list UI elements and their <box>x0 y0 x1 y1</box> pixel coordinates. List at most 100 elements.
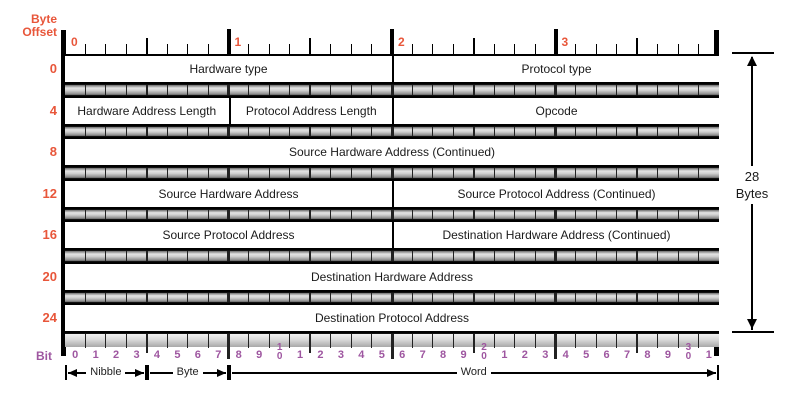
band-tick <box>166 334 168 348</box>
row-offset-label: 16 <box>42 227 57 242</box>
bracket-value: 28 <box>744 169 760 184</box>
field-source-protocol-address-continued: Source Protocol Address (Continued) <box>392 180 719 207</box>
band-tick <box>84 126 86 137</box>
band-tick <box>493 292 495 303</box>
band-tick <box>452 292 454 303</box>
band-tick <box>105 334 107 348</box>
ruler-tick <box>330 44 332 54</box>
band-tick <box>554 251 557 261</box>
band-tick <box>84 334 86 348</box>
field-protocol-address-length: Protocol Address Length <box>228 97 393 124</box>
band-tick <box>166 126 168 137</box>
band-tick <box>595 168 597 178</box>
band-tick <box>390 334 394 359</box>
band-tick <box>125 209 127 220</box>
bit-number: 5 <box>174 349 181 361</box>
scale-arrow-byte: Byte <box>146 365 229 380</box>
band-tick <box>248 292 250 303</box>
band-tick <box>616 209 618 220</box>
band-tick <box>371 168 373 178</box>
band-tick <box>411 334 413 348</box>
band-tick <box>227 292 230 303</box>
ruler-tick <box>514 44 516 54</box>
band-tick <box>289 292 291 303</box>
band-tick <box>390 251 394 261</box>
band-tick <box>84 251 86 261</box>
bracket-unit: Bytes <box>735 186 769 201</box>
arrow-end-bar <box>144 365 147 380</box>
bit-number: 0 <box>72 349 79 361</box>
band-tick <box>493 334 495 348</box>
band-tick <box>145 85 148 95</box>
band-tick <box>371 85 373 95</box>
separator-band <box>65 125 719 137</box>
band-tick <box>514 168 516 178</box>
band-tick <box>289 251 291 261</box>
ruler-tick <box>84 44 86 54</box>
band-tick <box>575 209 577 220</box>
band-tick <box>390 126 394 137</box>
band-tick <box>248 251 250 261</box>
band-tick <box>493 85 495 95</box>
band-tick <box>514 251 516 261</box>
band-tick <box>432 168 434 178</box>
band-tick <box>350 85 352 95</box>
band-tick <box>452 168 454 178</box>
band-tick <box>575 168 577 178</box>
band-tick <box>432 209 434 220</box>
band-tick <box>227 251 230 261</box>
band-tick <box>125 334 127 348</box>
separator-band <box>65 84 719 96</box>
band-tick <box>227 168 230 178</box>
band-tick <box>145 126 148 137</box>
band-tick <box>554 334 557 359</box>
band-tick <box>575 126 577 137</box>
band-tick <box>350 126 352 137</box>
bit-number: 3 <box>133 349 140 361</box>
band-tick <box>698 292 700 303</box>
bit-number: 8 <box>440 349 447 361</box>
band-tick <box>248 85 250 95</box>
band-tick <box>636 85 639 95</box>
band-tick <box>145 168 148 178</box>
band-tick <box>452 251 454 261</box>
bit-number: 3 <box>542 349 549 361</box>
band-tick <box>227 334 230 359</box>
bit-number: 2 <box>113 349 120 361</box>
band-tick <box>411 168 413 178</box>
band-tick <box>227 209 230 220</box>
band-tick <box>248 168 250 178</box>
band-tick <box>371 251 373 261</box>
band-tick <box>657 292 659 303</box>
band-tick <box>452 85 454 95</box>
bit-number: 9 <box>256 349 263 361</box>
band-tick <box>309 334 312 353</box>
row-offset-label: 0 <box>49 61 57 76</box>
band-tick <box>390 85 394 95</box>
field-destination-protocol-address: Destination Protocol Address <box>314 311 470 325</box>
band-tick <box>371 209 373 220</box>
band-tick <box>371 334 373 348</box>
band-tick <box>472 292 475 303</box>
band-tick <box>289 209 291 220</box>
band-tick <box>125 292 127 303</box>
band-tick <box>350 168 352 178</box>
band-tick <box>636 209 639 220</box>
ruler-tick <box>371 44 373 54</box>
band-tick <box>145 292 148 303</box>
scale-arrow-label: Nibble <box>65 366 147 378</box>
band-tick <box>268 251 270 261</box>
band-tick <box>105 209 107 220</box>
ruler-tick <box>187 44 189 54</box>
field-source-hardware-address-continued: Source Hardware Address (Continued) <box>288 145 496 159</box>
band-tick <box>105 85 107 95</box>
byte-number: 1 <box>234 35 242 49</box>
ruler-tick <box>452 44 454 54</box>
scale-arrow-word: Word <box>228 365 719 380</box>
bit-number: 7 <box>215 349 222 361</box>
